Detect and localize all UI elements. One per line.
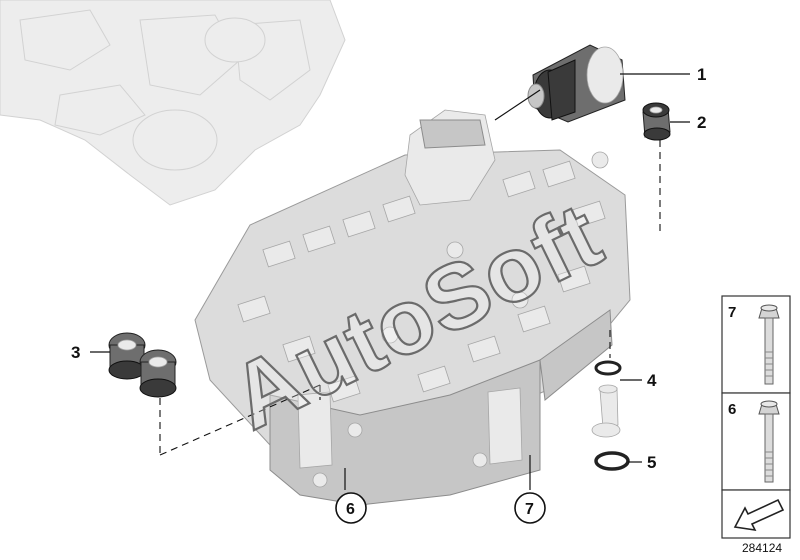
part-2-plug (642, 102, 671, 141)
part-5-o-ring (594, 451, 630, 471)
callout-1: 1 (697, 65, 706, 84)
valve-body-bores (237, 151, 609, 488)
callout-6: 6 (346, 501, 355, 518)
leader-lines (90, 73, 690, 490)
diagram-id: 284124 (742, 541, 782, 555)
legend-num-top: 7 (728, 304, 736, 321)
callout-7-circled: 7 (514, 492, 546, 524)
callout-6-circled: 6 (335, 492, 367, 524)
bolt-icon-bottom (758, 400, 780, 483)
callout-4: 4 (647, 371, 657, 390)
legend-panel: 7 6 (721, 295, 791, 539)
legend-num-bottom: 6 (728, 401, 736, 418)
part-4-o-ring (594, 360, 622, 376)
callout-3: 3 (71, 343, 80, 362)
part-1-connector-sleeve (527, 44, 626, 123)
callout-7: 7 (525, 501, 534, 518)
callout-2: 2 (697, 113, 706, 132)
part-3-double-sleeve (108, 332, 177, 398)
arrow-icon (733, 498, 785, 532)
legend-box-top (721, 295, 791, 394)
bolt-icon-top (758, 304, 780, 385)
connector-tube (591, 384, 621, 438)
transmission-housing-ghost (0, 0, 346, 206)
legend-box-bottom (721, 392, 791, 491)
valve-body (194, 109, 631, 506)
callout-5: 5 (647, 453, 656, 472)
